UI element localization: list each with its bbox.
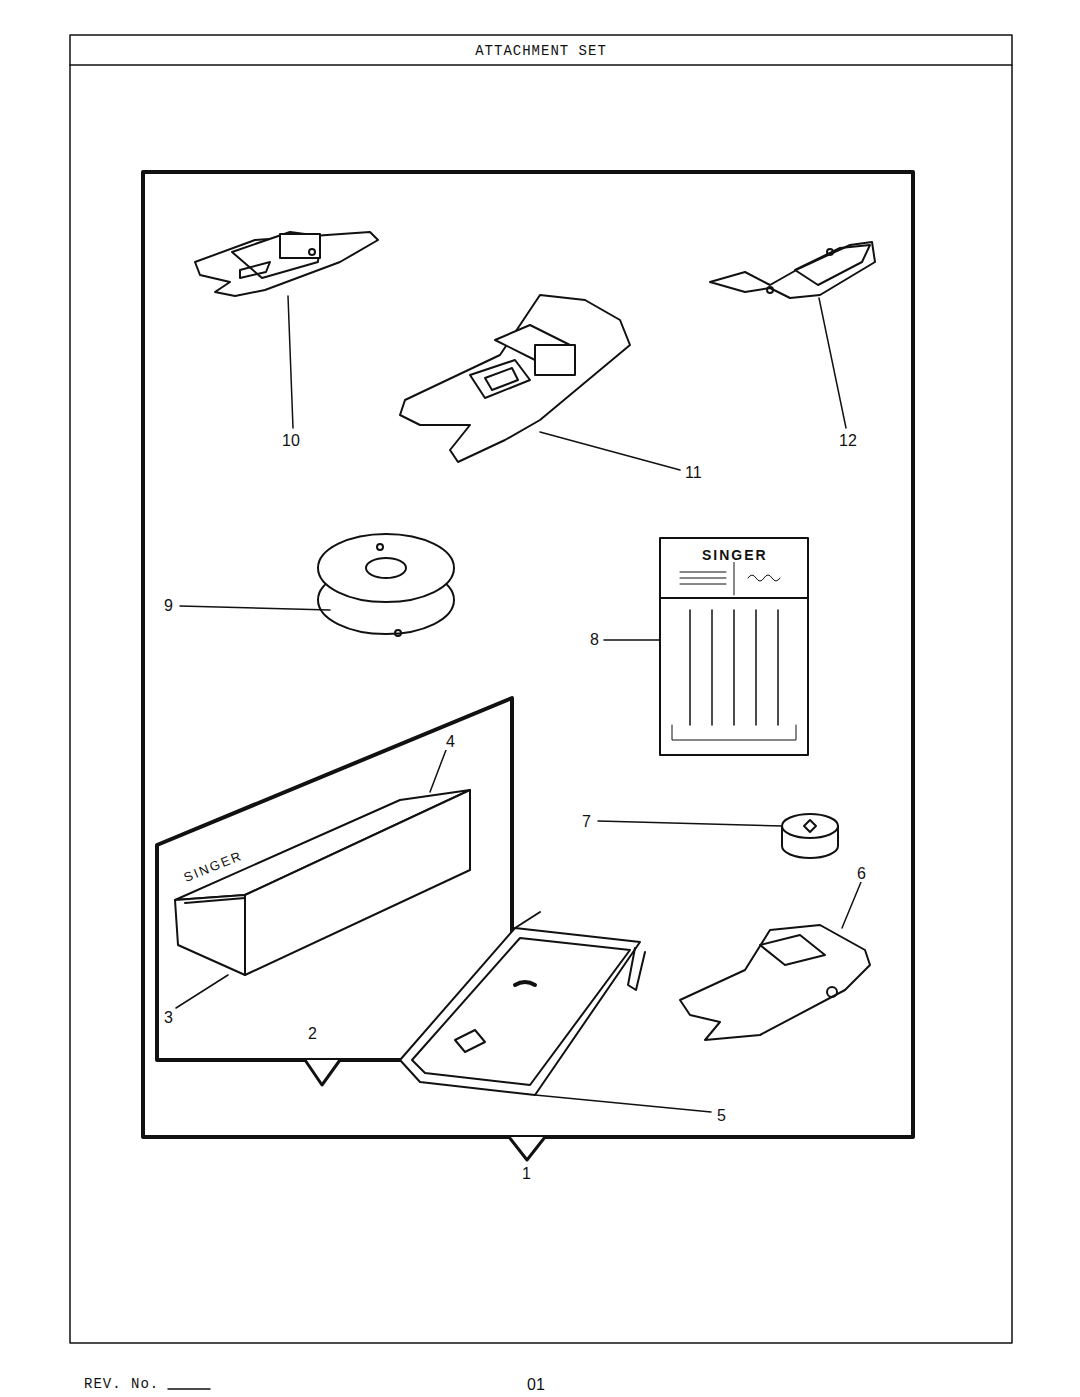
callout-number: 7 — [581, 814, 592, 830]
brand-mark: SINGER — [700, 548, 770, 562]
callout-number: 3 — [163, 1010, 174, 1026]
callout-number: 5 — [716, 1108, 727, 1124]
callout-number: 6 — [856, 866, 867, 882]
callout-number: 9 — [163, 598, 174, 614]
page-number: 01 — [526, 1377, 546, 1393]
callout-number: 11 — [684, 465, 703, 481]
callout-number: 8 — [589, 632, 600, 648]
callout-number: 4 — [445, 734, 456, 750]
revision-label: REV. No. — [84, 1377, 159, 1391]
page-title: ATTACHMENT SET — [475, 44, 607, 58]
callout-number: 12 — [838, 433, 858, 449]
callout-number: 1 — [521, 1166, 532, 1182]
callout-number: 2 — [307, 1026, 318, 1042]
callout-number: 10 — [281, 433, 301, 449]
